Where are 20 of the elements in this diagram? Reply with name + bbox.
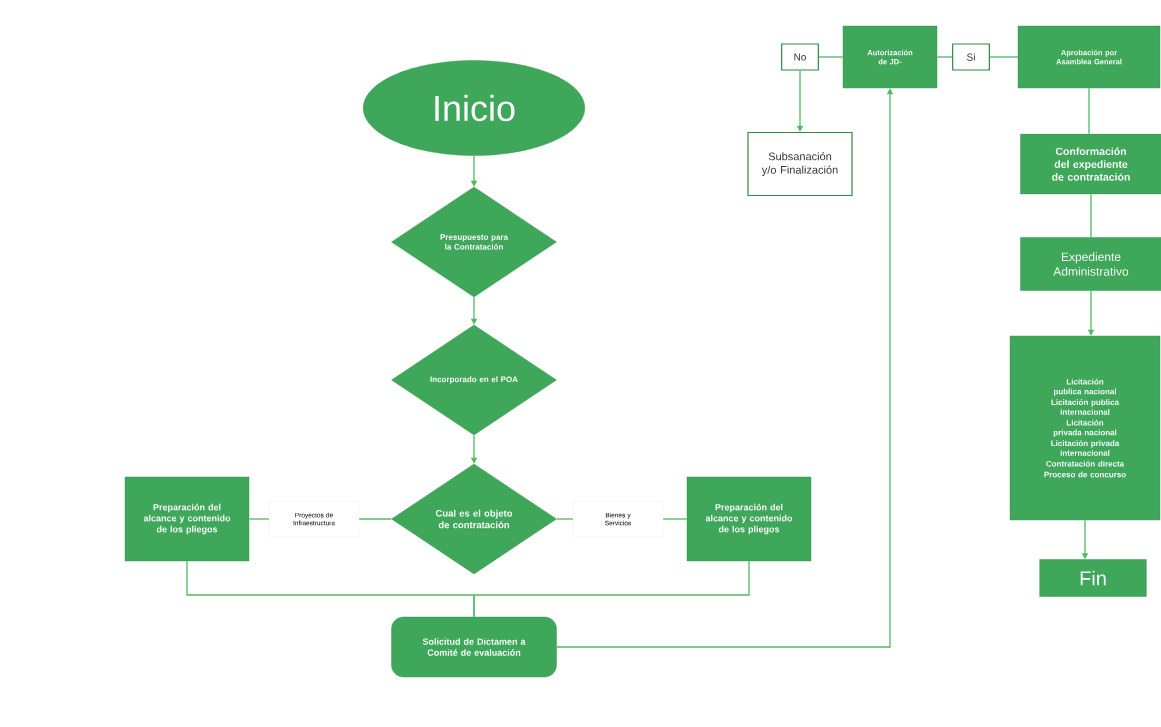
connector <box>1088 87 1090 135</box>
process-box: Conformación del expediente de contratación <box>1020 133 1161 195</box>
connector <box>1090 193 1092 238</box>
connector <box>473 560 750 618</box>
process-box: Preparación del alcance y contenido de los pliegos <box>124 476 250 562</box>
options-box: Licitación publica nacional Licitación publica internacional Licitación privada nacional Licitación privada internacional Contratación directa Proceso de concurso <box>1009 335 1161 521</box>
answer-box: Si <box>952 43 990 71</box>
connector <box>358 518 392 520</box>
connector <box>989 56 1019 58</box>
process-box: Solicitud de Dictamen a Comité de evaluación <box>391 616 557 678</box>
process-box: Expediente Administrativo <box>1020 237 1161 291</box>
process-box: Preparación del alcance y contenido de los pliegos <box>686 476 812 562</box>
connector <box>556 518 574 520</box>
connector <box>248 518 270 520</box>
connector <box>818 56 844 58</box>
end-box: Fin <box>1039 559 1147 597</box>
connector <box>936 56 953 58</box>
end-box: Subsanación y/o Finalización <box>747 131 853 197</box>
answer-box: No <box>781 43 819 71</box>
connector <box>662 518 688 520</box>
